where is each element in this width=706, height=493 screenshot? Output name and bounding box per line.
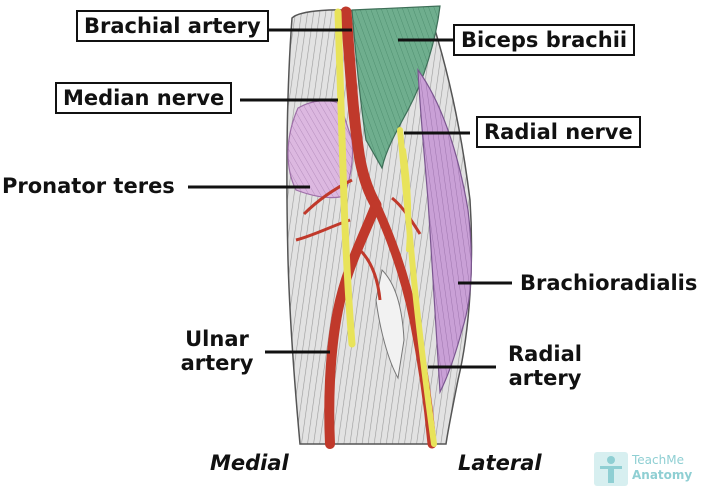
label-radial-artery-line1: Radial bbox=[508, 342, 582, 366]
brachial-artery bbox=[340, 6, 382, 211]
radial-nerve-branch bbox=[402, 148, 412, 252]
orientation-medial: Medial bbox=[210, 451, 289, 475]
label-brachioradialis: Brachioradialis bbox=[520, 271, 698, 295]
biceps-brachii-muscle bbox=[351, 5, 441, 170]
label-radial-artery: Radial artery bbox=[500, 342, 590, 390]
artery-branch bbox=[358, 248, 382, 301]
artery-branch bbox=[302, 178, 353, 216]
label-ulnar-artery: Ulnar artery bbox=[172, 327, 262, 375]
teachme-logo-icon bbox=[594, 452, 628, 486]
label-biceps-brachii: Biceps brachii bbox=[453, 24, 636, 57]
median-nerve bbox=[334, 8, 356, 348]
label-median-nerve: Median nerve bbox=[55, 82, 233, 115]
label-brachial-artery: Brachial artery bbox=[76, 10, 269, 43]
teachme-anatomy-watermark: TeachMe Anatomy bbox=[594, 452, 702, 486]
label-radial-artery-line2: artery bbox=[508, 366, 582, 391]
label-pronator-teres: Pronator teres bbox=[2, 174, 175, 198]
label-ulnar-artery-line1: Ulnar bbox=[185, 327, 249, 351]
orientation-lateral: Lateral bbox=[458, 451, 542, 475]
watermark-line2: Anatomy bbox=[632, 468, 693, 482]
watermark-line1: TeachMe bbox=[632, 453, 684, 467]
brachioradialis-muscle bbox=[417, 68, 472, 395]
radial-nerve bbox=[397, 127, 437, 447]
ulnar-artery bbox=[324, 200, 381, 449]
label-ulnar-artery-line2: artery bbox=[180, 351, 254, 376]
tendon-region bbox=[375, 268, 405, 380]
label-radial-nerve: Radial nerve bbox=[476, 116, 641, 149]
